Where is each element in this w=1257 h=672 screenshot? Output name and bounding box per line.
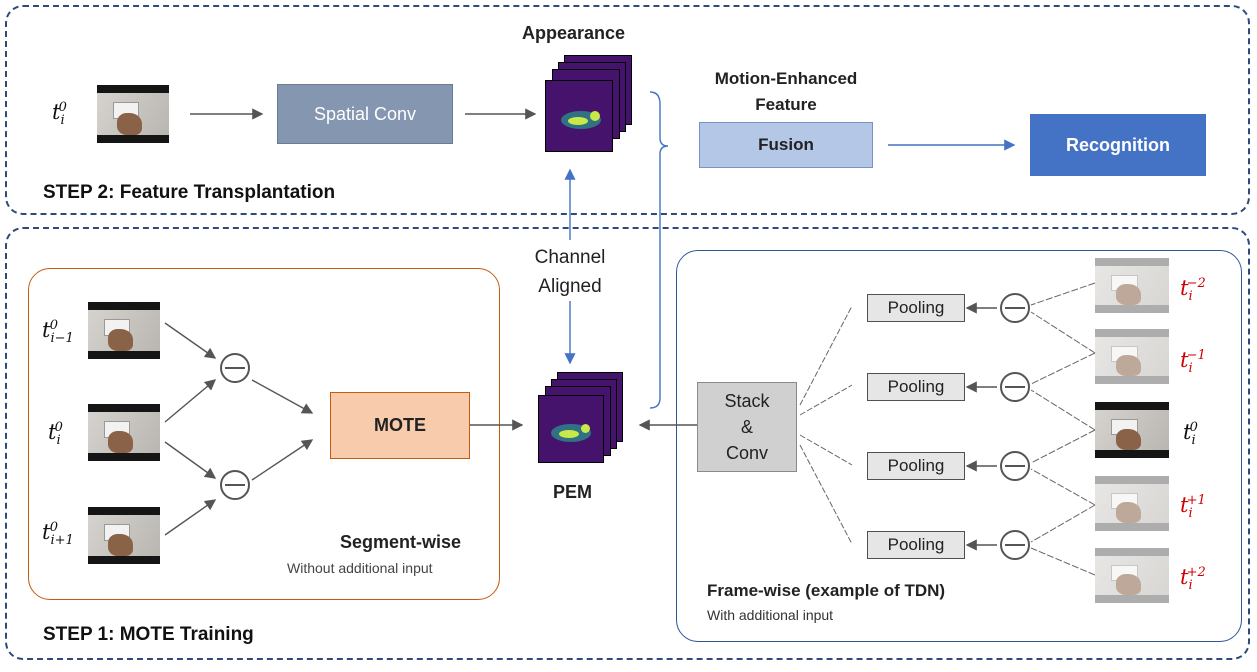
step2-input-frame	[97, 85, 169, 143]
stack-conv-block: Stack & Conv	[697, 382, 797, 472]
step2-input-label: ti0	[52, 100, 67, 129]
spatial-conv-block: Spatial Conv	[277, 84, 453, 144]
frame-input-plus2	[1095, 548, 1169, 603]
pooling-block-2: Pooling	[867, 373, 965, 401]
segment-input-frame-cur	[88, 404, 160, 461]
segment-wise-box	[28, 268, 500, 600]
segment-wise-subtitle: Without additional input	[287, 560, 433, 576]
frame-label-plus1: ti+1	[1180, 493, 1206, 522]
frame-label-center: ti0	[1183, 420, 1198, 449]
segment-input-frame-prev	[88, 302, 160, 359]
frame-input-minus2	[1095, 258, 1169, 313]
frame-wise-box	[676, 250, 1242, 642]
pooling-block-4: Pooling	[867, 531, 965, 559]
frame-wise-subtitle: With additional input	[707, 607, 834, 623]
frame-input-plus1	[1095, 476, 1169, 531]
recognition-block: Recognition	[1030, 114, 1206, 176]
segment-wise-title: Segment-wise	[340, 532, 462, 552]
frame-input-center	[1095, 402, 1169, 458]
motion-enhanced-label: Motion-Enhanced Feature	[714, 69, 858, 114]
segment-input-label-cur: ti0	[48, 420, 63, 449]
mote-block: MOTE	[330, 392, 470, 459]
appearance-label: Appearance	[522, 23, 626, 43]
subtract-icon-top	[220, 353, 250, 383]
pooling-block-1: Pooling	[867, 294, 965, 322]
segment-input-label-next: ti+10	[42, 520, 74, 549]
segment-input-label-prev: ti−10	[42, 318, 74, 347]
frame-wise-title: Frame-wise (example of TDN)	[707, 581, 946, 600]
channel-aligned-label: Channel Aligned	[518, 243, 622, 301]
subtract-icon-frame-4	[1000, 530, 1030, 560]
pooling-block-3: Pooling	[867, 452, 965, 480]
subtract-icon-frame-2	[1000, 372, 1030, 402]
pem-label: PEM	[553, 482, 593, 502]
subtract-icon-bottom	[220, 470, 250, 500]
frame-label-minus2: ti−2	[1180, 276, 1206, 305]
step2-title: STEP 2: Feature Transplantation	[43, 182, 336, 203]
frame-label-minus1: ti−1	[1180, 348, 1206, 377]
subtract-icon-frame-1	[1000, 293, 1030, 323]
frame-label-plus2: ti+2	[1180, 565, 1206, 594]
step2-container	[5, 5, 1250, 215]
segment-input-frame-next	[88, 507, 160, 564]
frame-input-minus1	[1095, 329, 1169, 384]
subtract-icon-frame-3	[1000, 451, 1030, 481]
step1-title: STEP 1: MOTE Training	[43, 624, 254, 645]
step1-container	[5, 227, 1250, 660]
fusion-block: Fusion	[699, 122, 873, 168]
